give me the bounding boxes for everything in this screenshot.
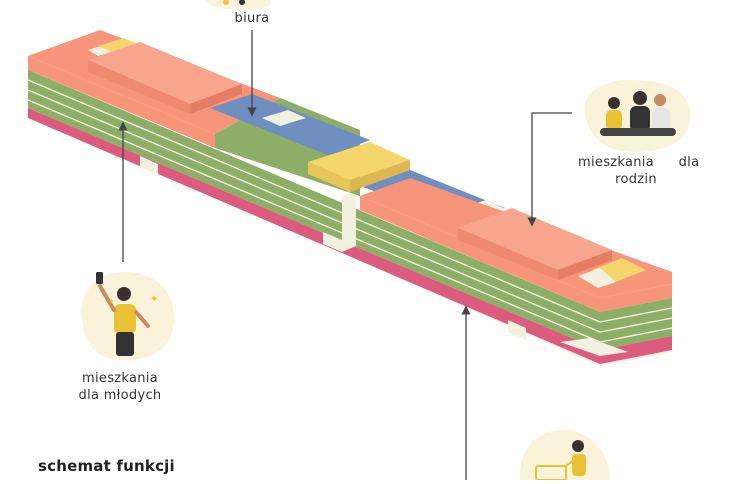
svg-text:✦: ✦: [150, 294, 158, 305]
salmon-front-right: [360, 196, 672, 312]
yellow-tile-top-left: [98, 38, 142, 54]
raised-yellow-side: [350, 160, 410, 192]
shopping-cart-person-icon: [519, 430, 610, 481]
cream-tile-right: [578, 268, 616, 288]
cream-tile-1: [262, 110, 306, 126]
diagram-title: schemat funkcji: [38, 457, 175, 475]
young-label-line1: mieszkania: [82, 371, 158, 386]
raised-box-left-side: [190, 84, 242, 114]
family-label-word2: dla: [678, 155, 700, 170]
cream-slice-3: [342, 192, 356, 252]
raised-box-right-front: [458, 228, 558, 280]
raised-yellow-top: [308, 142, 410, 180]
leader-lines: [118, 30, 572, 480]
raised-box-right-side: [558, 250, 612, 280]
offices-icon: [205, 0, 271, 10]
raised-yellow-front: [308, 162, 350, 192]
young-label-line2: dla młodych: [78, 388, 162, 403]
cream-slice-4: [508, 320, 526, 340]
salmon-front-left: [28, 56, 215, 148]
cream-slice-1: [140, 156, 158, 175]
svg-text:✦: ✦: [108, 297, 115, 306]
young-person-icon: ✦ ✦: [81, 272, 175, 360]
cream-slice-5: [560, 338, 628, 356]
raised-box-right-top: [458, 208, 612, 270]
family-arrow: [527, 112, 572, 227]
family-label-word3: rodzin: [615, 172, 657, 187]
family-label-word1: mieszkania: [578, 155, 654, 170]
building-block: [27, 30, 673, 366]
raised-box-left-top: [88, 42, 242, 104]
family-icon: [584, 80, 691, 152]
cream-slice-2: [323, 232, 342, 252]
raised-box-left-front: [88, 60, 190, 114]
offices-label: biura: [234, 11, 270, 26]
